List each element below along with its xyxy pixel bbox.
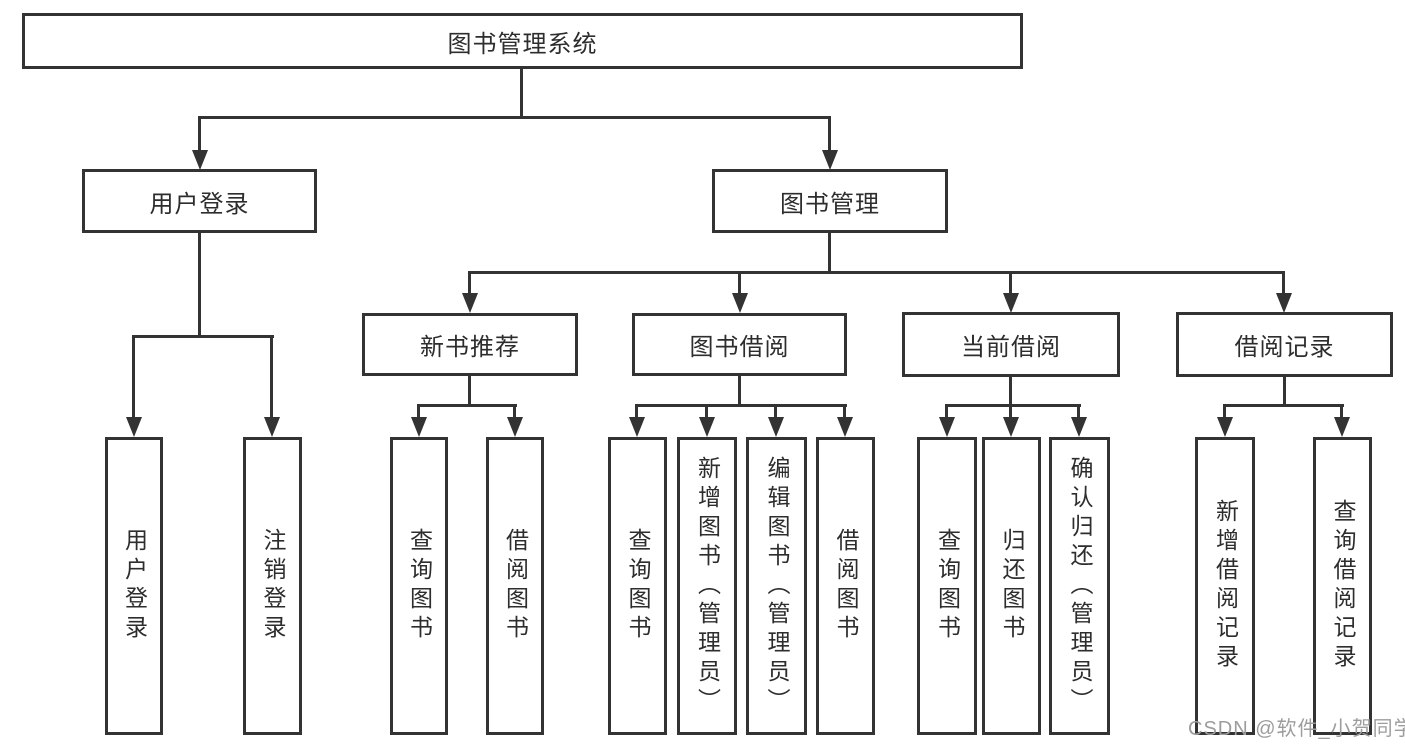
node-book-borrowing: 图书借阅 <box>632 313 847 376</box>
leaf-label: 用户登录 <box>121 528 148 644</box>
leaf-borrow-books-recommend: 借阅图书 <box>486 437 544 735</box>
leaf-borrow-books: 借阅图书 <box>816 437 875 735</box>
arrowhead-down-icon <box>192 150 208 170</box>
tree-connector-line <box>1223 404 1226 419</box>
tree-connector-line <box>828 116 831 152</box>
leaf-confirm-return-admin: 确认归还（管理员） <box>1049 437 1110 735</box>
node-current-borrowing: 当前借阅 <box>902 312 1120 377</box>
leaf-label: 新增借阅记录 <box>1212 499 1239 673</box>
arrowhead-down-icon <box>1217 417 1233 437</box>
arrowhead-down-icon <box>411 417 427 437</box>
tree-connector-line <box>1009 271 1012 295</box>
node-book-management: 图书管理 <box>712 169 948 233</box>
leaf-label: 确认归还（管理员） <box>1067 455 1093 717</box>
tree-connector-line <box>198 231 201 337</box>
arrowhead-down-icon <box>462 293 478 313</box>
tree-connector-line <box>468 374 471 406</box>
leaf-query-books-recommend: 查询图书 <box>390 437 448 735</box>
leaf-edit-books-admin: 编辑图书（管理员） <box>746 437 807 735</box>
tree-connector-line <box>1223 404 1344 407</box>
leaf-label: 查询图书 <box>625 528 651 644</box>
tree-connector-line <box>738 271 741 295</box>
tree-connector-line <box>417 404 517 407</box>
tree-connector-line <box>513 404 516 419</box>
leaf-label: 编辑图书（管理员） <box>764 455 790 717</box>
leaf-label: 借阅图书 <box>833 528 859 644</box>
tree-connector-line <box>945 404 948 419</box>
tree-connector-line <box>132 335 135 419</box>
leaf-add-books-admin: 新增图书（管理员） <box>677 437 737 735</box>
arrowhead-down-icon <box>732 293 748 313</box>
leaf-query-books-current: 查询图书 <box>917 437 977 735</box>
leaf-label: 查询借阅记录 <box>1330 499 1356 673</box>
leaf-add-borrow-record: 新增借阅记录 <box>1195 437 1255 735</box>
arrowhead-down-icon <box>629 417 645 437</box>
leaf-label: 查询图书 <box>934 528 961 644</box>
tree-connector-line <box>635 404 847 407</box>
leaf-logout: 注销登录 <box>243 437 302 735</box>
tree-connector-line <box>468 271 1285 274</box>
arrowhead-down-icon <box>264 417 280 437</box>
tree-connector-line <box>270 335 273 419</box>
arrowhead-down-icon <box>699 417 715 437</box>
tree-connector-line <box>705 404 708 419</box>
arrowhead-down-icon <box>126 417 142 437</box>
leaf-label: 新增图书（管理员） <box>694 455 721 717</box>
tree-connector-line <box>468 271 471 295</box>
arrowhead-down-icon <box>837 417 853 437</box>
node-new-book-recommend: 新书推荐 <box>362 313 578 376</box>
node-library-management-system: 图书管理系统 <box>22 13 1023 69</box>
tree-connector-line <box>774 404 777 419</box>
tree-connector-line <box>132 335 274 338</box>
arrowhead-down-icon <box>768 417 784 437</box>
leaf-label: 归还图书 <box>999 528 1025 644</box>
leaf-label: 借阅图书 <box>502 528 529 644</box>
node-user-login: 用户登录 <box>82 169 317 233</box>
leaf-label: 注销登录 <box>260 528 286 644</box>
arrowhead-down-icon <box>1276 293 1292 313</box>
arrowhead-down-icon <box>939 417 955 437</box>
arrowhead-down-icon <box>1334 417 1350 437</box>
tree-connector-line <box>198 116 201 152</box>
arrowhead-down-icon <box>1003 417 1019 437</box>
tree-connector-line <box>198 116 831 119</box>
tree-connector-line <box>1340 404 1343 419</box>
tree-connector-line <box>1009 375 1012 406</box>
tree-connector-line <box>843 404 846 419</box>
leaf-query-books-borrow: 查询图书 <box>608 437 667 735</box>
tree-connector-line <box>417 404 420 419</box>
tree-connector-line <box>945 404 1081 407</box>
tree-connector-line <box>520 68 523 118</box>
tree-connector-line <box>738 374 741 406</box>
tree-connector-line <box>635 404 638 419</box>
arrowhead-down-icon <box>1071 417 1087 437</box>
leaf-query-borrow-record: 查询借阅记录 <box>1313 437 1372 735</box>
csdn-watermark: CSDN @软件_小贺同学 <box>1188 718 1405 740</box>
tree-connector-line <box>828 231 831 273</box>
arrowhead-down-icon <box>822 150 838 170</box>
arrowhead-down-icon <box>507 417 523 437</box>
arrowhead-down-icon <box>1003 293 1019 313</box>
tree-connector-line <box>1283 375 1286 406</box>
tree-connector-line <box>1077 404 1080 419</box>
tree-connector-line <box>1282 271 1285 295</box>
leaf-return-books: 归还图书 <box>982 437 1041 735</box>
node-borrow-records: 借阅记录 <box>1176 312 1393 377</box>
tree-connector-line <box>1009 404 1012 419</box>
leaf-label: 查询图书 <box>406 528 433 644</box>
leaf-user-login: 用户登录 <box>105 437 163 735</box>
